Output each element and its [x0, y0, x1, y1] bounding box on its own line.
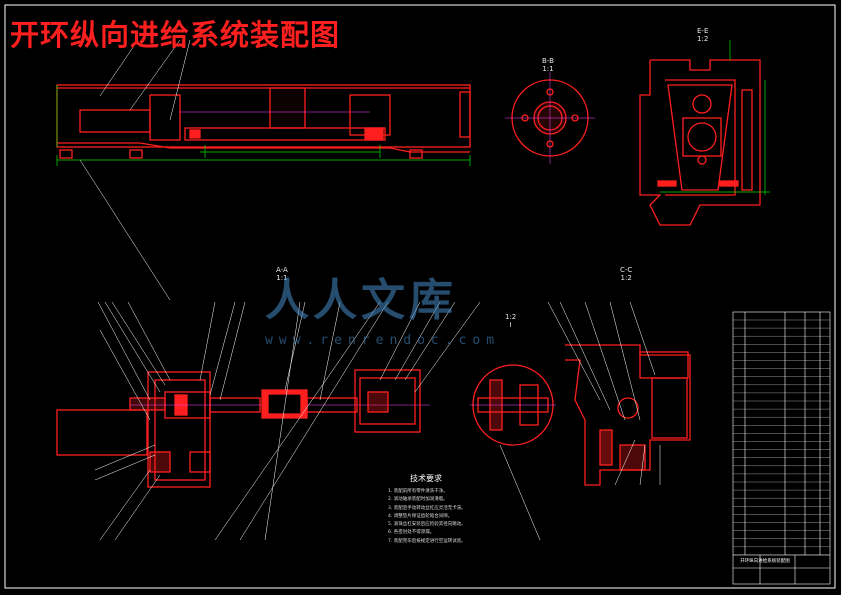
section-a-a [505, 72, 595, 164]
note-item: 2. 滚动轴承装配时加润滑脂。 [388, 497, 448, 503]
main-longitudinal-view [56, 84, 471, 159]
view-label-c-c-scale: 1:2 [620, 274, 632, 282]
drawing-frame [4, 4, 836, 589]
view-label-b-b-name: B-B [542, 57, 554, 65]
title-block-drawing-name: 开环纵向进给系统装配图 [740, 559, 790, 564]
parts-list-table [732, 311, 831, 585]
watermark-url: www.renrendoc.com [265, 333, 501, 348]
section-c-c [565, 344, 691, 486]
view-label-b-b-scale: 1:1 [542, 65, 554, 73]
note-item: 4. 调整垫片保证齿轮啮合间隙。 [388, 513, 453, 519]
note-item: 3. 装配后手动转动丝杠应灵活无卡滞。 [388, 505, 466, 511]
view-label-detail-i-name: I [509, 321, 512, 329]
section-e-e [639, 59, 761, 226]
note-item: 5. 滚珠丝杠安装后应检验其径向跳动。 [388, 522, 466, 528]
view-label-detail-i: 1:2 I [505, 313, 516, 329]
view-label-c-c-name: C-C [620, 266, 633, 274]
note-item: 7. 装配完毕后按规定进行空运转试验。 [388, 538, 466, 544]
view-label-detail-i-scale: 1:2 [505, 313, 517, 321]
main-view-dimensions [56, 85, 471, 166]
technical-requirements-list: 1. 装配前所有零件清洗干净。 2. 滚动轴承装配时加润滑脂。 3. 装配后手动… [388, 488, 568, 546]
section-c-c-leaders [547, 301, 661, 486]
section-e-e-dimensions [660, 40, 770, 195]
watermark-logo: 人人文库 [265, 275, 457, 326]
view-label-c-c: C-C 1:2 [620, 266, 632, 282]
view-label-a-a-scale: 1:1 [276, 274, 288, 282]
view-label-a-a: A-A 1:1 [276, 266, 288, 282]
view-label-e-e: E-E 1:2 [697, 27, 708, 43]
view-label-e-e-name: E-E [697, 27, 709, 35]
drawing-title: 开环纵向进给系统装配图 [10, 18, 341, 52]
note-item: 6. 各密封处不得渗漏。 [388, 530, 435, 536]
parts-list-rows [733, 319, 830, 556]
bottom-assembly-leaders [94, 301, 481, 541]
technical-requirements-title: 技术要求 [410, 474, 442, 483]
bottom-assembly-view [56, 369, 430, 488]
detail-view-i [470, 364, 556, 541]
main-view-leaders [79, 39, 191, 301]
view-label-a-a-name: A-A [276, 266, 288, 274]
view-label-b-b: B-B 1:1 [542, 57, 554, 73]
view-label-e-e-scale: 1:2 [697, 35, 709, 43]
note-item: 1. 装配前所有零件清洗干净。 [388, 489, 448, 494]
